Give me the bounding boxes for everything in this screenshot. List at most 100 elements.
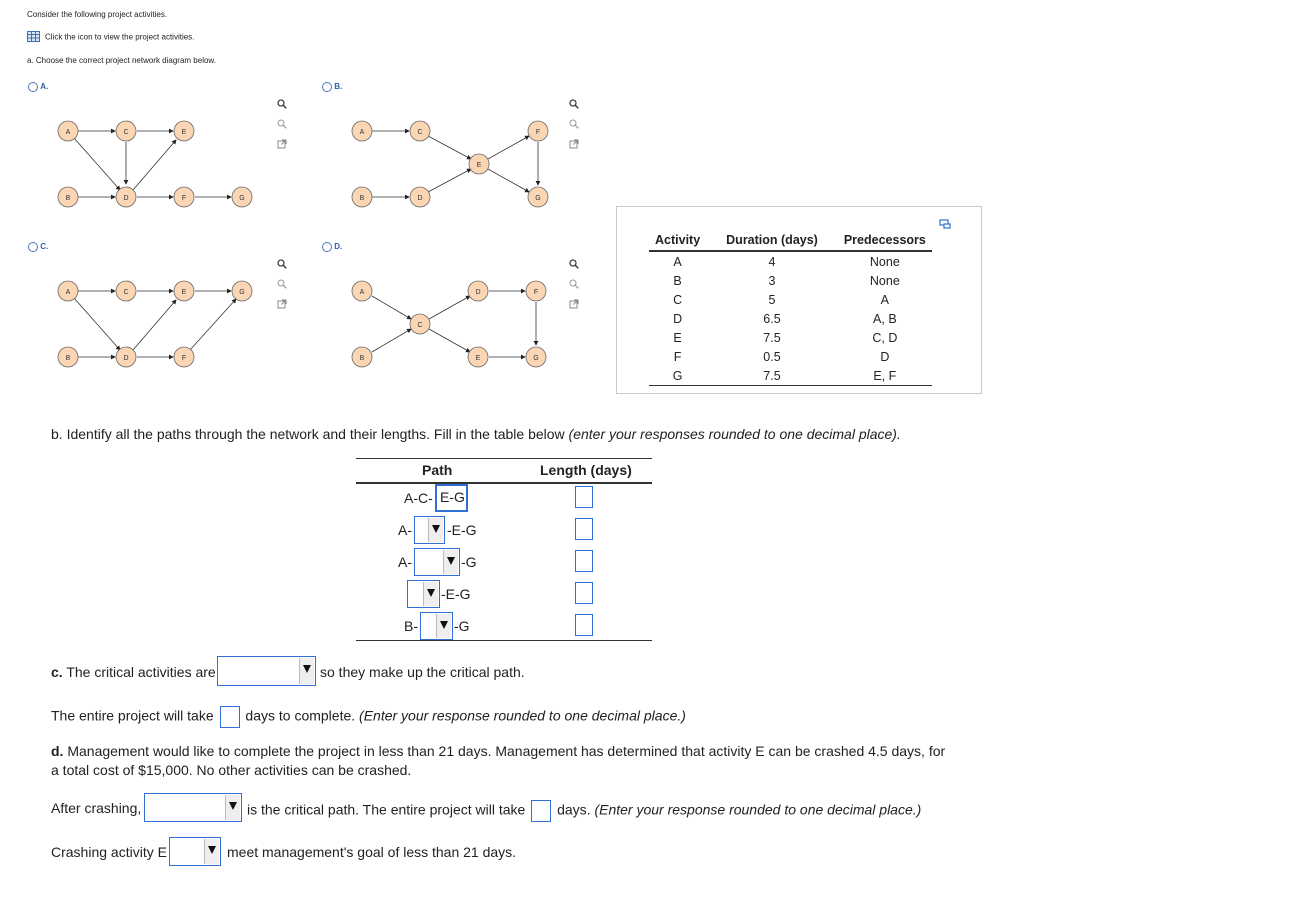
- crashed-duration-input[interactable]: [531, 800, 552, 822]
- cell: A: [880, 292, 890, 307]
- cell: A, B: [873, 311, 897, 326]
- crashing-activity-text: Crashing activity E: [51, 844, 167, 860]
- chevron-down-icon[interactable]: [443, 550, 458, 574]
- minimize-icon[interactable]: [939, 216, 951, 234]
- critical-activities-select[interactable]: [217, 656, 316, 686]
- radio-a[interactable]: [28, 82, 38, 92]
- project-duration-text: The entire project will take: [51, 707, 214, 724]
- cell: None: [869, 254, 900, 269]
- goal-text: meet management's goal of less than 21 d…: [227, 844, 517, 860]
- path-1-input[interactable]: E-G: [435, 484, 468, 512]
- path-5-length-input[interactable]: [575, 614, 593, 636]
- popout-icon[interactable]: [567, 299, 581, 315]
- col-predecessors: Predecessors: [837, 233, 932, 252]
- node-b: B: [360, 195, 365, 202]
- zoom-out-icon[interactable]: [275, 279, 289, 295]
- zoom-in-icon[interactable]: [275, 99, 289, 115]
- radio-b[interactable]: [322, 82, 332, 92]
- cell: A: [673, 254, 682, 269]
- path-3-select[interactable]: [414, 548, 460, 576]
- cell: B: [673, 273, 682, 288]
- critical-path-text: so they make up the critical path.: [320, 664, 525, 680]
- path-1-prefix: A-C-: [404, 490, 433, 506]
- zoom-in-icon[interactable]: [567, 99, 581, 115]
- zoom-out-icon[interactable]: [567, 119, 581, 135]
- question-d: d. Management would like to complete the…: [51, 742, 951, 780]
- node-d: D: [417, 195, 422, 202]
- path-5-prefix: B-: [404, 618, 418, 634]
- diagram-d: A C D F B E G: [344, 272, 554, 372]
- radio-c[interactable]: [28, 242, 38, 252]
- zoom-in-icon[interactable]: [275, 259, 289, 275]
- crashed-days-text: days.: [557, 801, 591, 818]
- radio-d[interactable]: [322, 242, 332, 252]
- crashed-path-select[interactable]: [144, 793, 242, 822]
- option-c-label: C.: [40, 242, 49, 252]
- cell: D: [880, 349, 890, 364]
- crashed-duration-line: is the critical path. The entire project…: [247, 800, 921, 822]
- after-crashing-text: After crashing,: [51, 800, 142, 816]
- diagram-d-tools: [567, 256, 581, 319]
- node-b: B: [360, 355, 365, 362]
- chevron-down-icon[interactable]: [436, 614, 451, 638]
- cell: 7.5: [706, 366, 838, 386]
- node-g: G: [535, 195, 540, 202]
- option-b-label: B.: [334, 82, 343, 92]
- path-3-length-input[interactable]: [575, 550, 593, 572]
- chevron-down-icon[interactable]: [428, 518, 443, 542]
- chevron-down-icon[interactable]: [204, 839, 219, 864]
- diagram-b: A C E F B D G: [344, 112, 554, 212]
- diagram-a: A C E B D F G: [50, 112, 260, 212]
- crashing-goal-select[interactable]: [169, 837, 221, 866]
- node-g: G: [239, 289, 244, 296]
- crashed-days-note: (Enter your response rounded to one deci…: [594, 801, 922, 818]
- question-d-text: Management would like to complete the pr…: [51, 743, 946, 778]
- cell: 3: [768, 273, 776, 288]
- chevron-down-icon[interactable]: [225, 795, 240, 820]
- path-5-select[interactable]: [420, 612, 453, 640]
- node-d: D: [123, 195, 128, 202]
- option-b[interactable]: B.: [322, 82, 342, 92]
- cell: C: [673, 292, 683, 307]
- path-2-prefix: A-: [398, 522, 412, 538]
- path-1-length-input[interactable]: [575, 486, 593, 508]
- zoom-out-icon[interactable]: [275, 119, 289, 135]
- cell: C, D: [872, 330, 898, 345]
- node-b: B: [66, 195, 71, 202]
- option-d[interactable]: D.: [322, 242, 342, 252]
- node-d: D: [475, 289, 480, 296]
- path-2-length-input[interactable]: [575, 518, 593, 540]
- view-activities-link[interactable]: Click the icon to view the project activ…: [27, 31, 194, 44]
- chevron-down-icon[interactable]: [423, 582, 438, 606]
- path-4-suffix: -E-G: [441, 586, 471, 602]
- option-a[interactable]: A.: [28, 82, 48, 92]
- node-a: A: [360, 289, 365, 296]
- project-duration-after: days to complete.: [245, 707, 356, 724]
- node-e: E: [182, 289, 187, 296]
- path-4-select[interactable]: [407, 580, 440, 608]
- path-2-select[interactable]: [414, 516, 445, 544]
- col-activity: Activity: [649, 233, 707, 252]
- zoom-in-icon[interactable]: [567, 259, 581, 275]
- chevron-down-icon[interactable]: [299, 658, 314, 684]
- popout-icon[interactable]: [567, 139, 581, 155]
- path-4-length-input[interactable]: [575, 582, 593, 604]
- diagram-b-tools: [567, 96, 581, 159]
- question-d-lead: d.: [51, 743, 64, 759]
- node-c: C: [123, 289, 128, 296]
- table-icon[interactable]: [27, 31, 40, 44]
- zoom-out-icon[interactable]: [567, 279, 581, 295]
- popout-icon[interactable]: [275, 139, 289, 155]
- popout-icon[interactable]: [275, 299, 289, 315]
- option-c[interactable]: C.: [28, 242, 48, 252]
- project-duration-input[interactable]: [219, 706, 240, 728]
- intro-text: Consider the following project activitie…: [27, 10, 168, 19]
- cell: None: [869, 273, 900, 288]
- col-duration: Duration (days): [706, 233, 838, 252]
- col-length: Length (days): [540, 462, 632, 478]
